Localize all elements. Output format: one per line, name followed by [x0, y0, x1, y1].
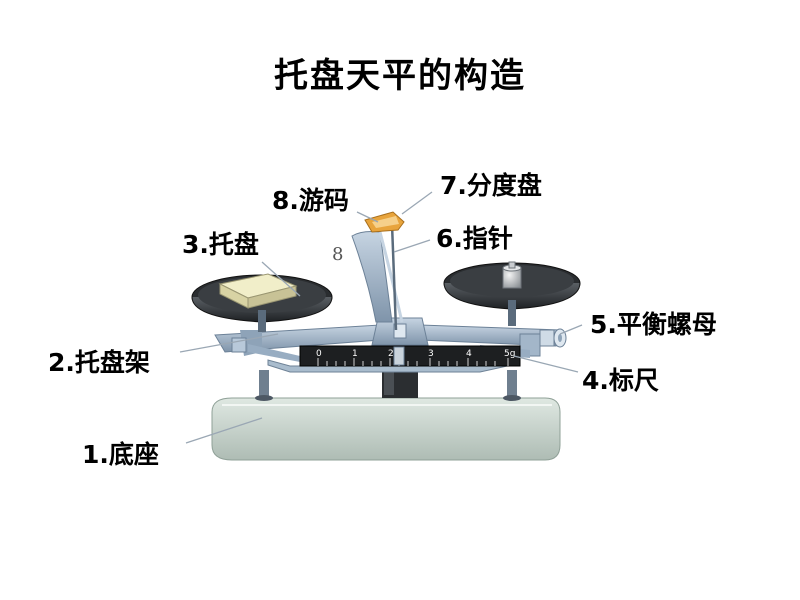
scale-ruler: 0 1 2 3 4 5g: [299, 345, 521, 367]
leader-lines: [179, 191, 583, 444]
leader-pan: [261, 261, 301, 297]
label-dial: 7.分度盘: [440, 171, 542, 200]
label-balance-nut: 5.平衡螺母: [590, 310, 717, 339]
label-base: 1.底座: [82, 440, 159, 469]
base: [211, 397, 561, 461]
label-scale: 4.标尺: [582, 366, 659, 395]
scale-ruler-ticks: [317, 358, 509, 366]
label-pan: 3.托盘: [182, 230, 259, 259]
leader-pan-frame: [179, 333, 279, 353]
pointer: [390, 223, 398, 331]
scale-tick-0: 0: [316, 349, 322, 359]
leader-pointer: [393, 239, 431, 253]
dial-number: 8: [332, 244, 343, 265]
scale-tick-3: 3: [428, 349, 434, 359]
label-pan-frame: 2.托盘架: [48, 348, 150, 377]
label-pointer: 6.指针: [436, 224, 513, 253]
leader-balance-nut: [559, 324, 583, 335]
leader-scale: [513, 355, 579, 373]
scale-tick-1: 1: [352, 349, 358, 359]
rider-on-scale: [393, 346, 405, 366]
dial-support: [351, 231, 404, 323]
page-title: 托盘天平的构造: [274, 56, 526, 96]
dial: [364, 211, 405, 233]
leader-dial: [401, 191, 433, 215]
scale-tick-2: 2: [388, 349, 394, 359]
weight-block: [218, 273, 298, 309]
leader-base: [185, 417, 263, 444]
weight-cylinder: [502, 261, 522, 289]
leader-rider: [356, 211, 379, 223]
feet: [255, 370, 521, 401]
scale-tick-4: 4: [466, 349, 472, 359]
scale-tick-5: 5g: [504, 349, 515, 359]
balance-nut: [539, 328, 567, 348]
label-rider: 8.游码: [272, 186, 349, 215]
